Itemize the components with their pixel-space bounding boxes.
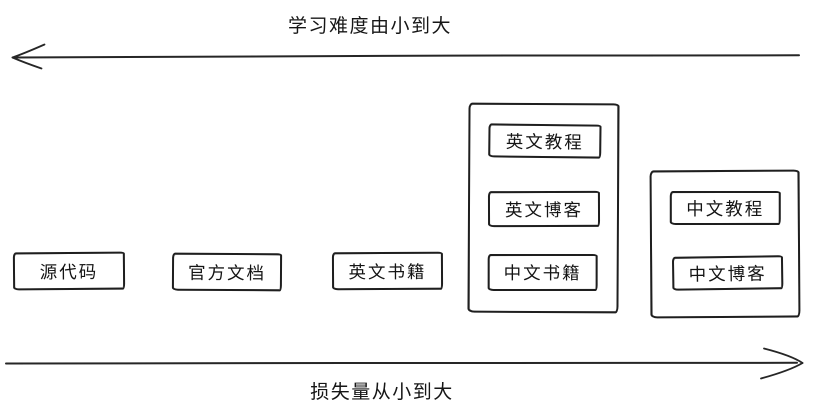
group-english-resources: 英文教程 英文博客 中文书籍 (467, 102, 620, 314)
node-label: 英文书籍 (348, 261, 427, 282)
bottom-axis-label: 损失量从小到大 (310, 382, 454, 403)
node-chinese-tutorials: 中文教程 (669, 190, 781, 225)
node-label: 中文教程 (686, 198, 765, 219)
node-english-blogs: 英文博客 (487, 190, 601, 228)
top-axis-label: 学习难度由小到大 (287, 16, 452, 37)
node-chinese-books: 中文书籍 (487, 253, 598, 292)
arrow-left-icon (11, 43, 800, 70)
node-label: 官方文档 (187, 262, 267, 283)
node-label: 英文博客 (504, 199, 584, 220)
node-label: 源代码 (39, 261, 99, 282)
arrow-right-icon (5, 347, 804, 380)
node-english-tutorials: 英文教程 (488, 123, 602, 159)
group-chinese-resources: 中文教程 中文博客 (649, 169, 801, 319)
node-chinese-blogs: 中文博客 (671, 255, 784, 291)
node-official-docs: 官方文档 (171, 252, 283, 292)
node-label: 英文教程 (505, 131, 584, 152)
node-source-code: 源代码 (12, 251, 126, 291)
node-label: 中文博客 (688, 262, 767, 285)
node-english-books: 英文书籍 (331, 251, 444, 291)
node-label: 中文书籍 (503, 262, 582, 284)
